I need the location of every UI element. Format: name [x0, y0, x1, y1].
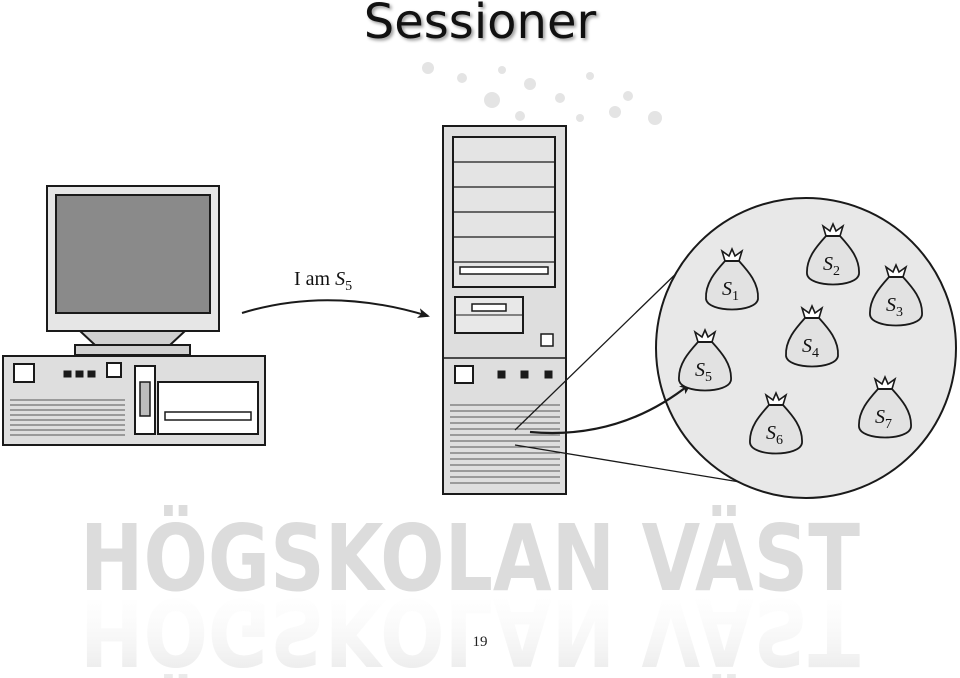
session-bag-1: S1: [705, 246, 759, 311]
session-label-4: S4: [802, 335, 819, 361]
session-label-6: S6: [766, 422, 783, 448]
watermark-reflection: HÖGSKOLAN VÄST: [80, 578, 860, 678]
session-label-1: S1: [722, 278, 739, 304]
session-bag-4: S4: [785, 303, 839, 368]
session-bag-6: S6: [749, 390, 803, 455]
client-computer: [2, 185, 266, 446]
session-label-3: S3: [886, 294, 903, 320]
zoom-lines: [514, 261, 753, 485]
server-tower: [442, 125, 567, 495]
session-label-7: S7: [875, 406, 892, 432]
slide-title: Sessioner: [363, 0, 597, 50]
decorative-dots: [422, 62, 662, 125]
watermark-text: HÖGSKOLAN VÄST: [80, 503, 860, 612]
monitor-screen: [55, 194, 211, 314]
page-number: 19: [472, 634, 488, 650]
lookup-arrow: [529, 382, 692, 435]
session-label-5: S5: [695, 359, 712, 385]
session-bag-7: S7: [858, 374, 912, 439]
message-prefix: I am: [294, 268, 335, 290]
session-bag-3: S3: [869, 262, 923, 327]
message-subject: S: [335, 268, 345, 290]
session-label-2: S2: [823, 253, 840, 279]
message-arrow: [241, 299, 430, 318]
monitor-base: [74, 344, 191, 356]
message-subscript: 5: [345, 279, 352, 294]
session-bag-5: S5: [678, 327, 732, 392]
monitor-stand: [77, 330, 188, 346]
message-label: I am S5: [294, 268, 352, 294]
session-bag-2: S2: [806, 221, 860, 286]
